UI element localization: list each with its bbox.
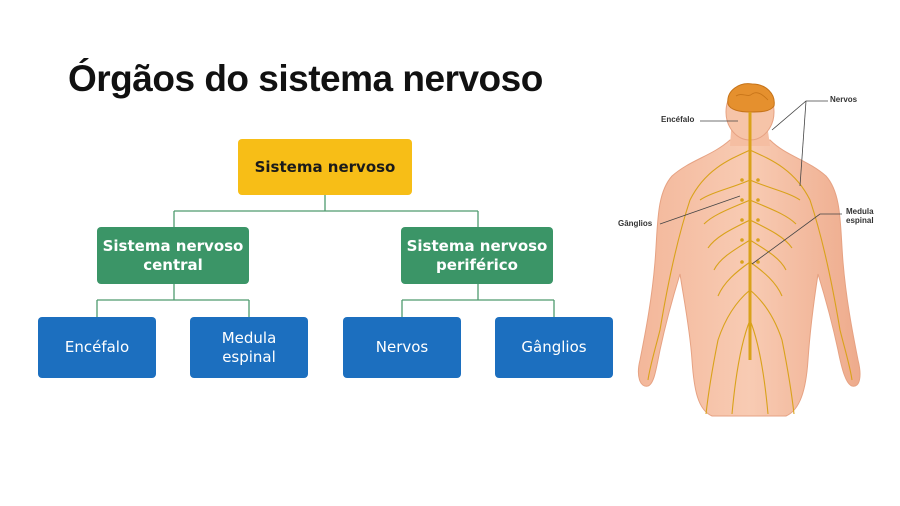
node-label: Nervos [375,338,429,357]
node-sistema-nervoso: Sistema nervoso [238,139,412,195]
node-label: Gânglios [521,338,587,357]
nervous-system-illustration [637,83,861,417]
node-medula-espinal: Medula espinal [190,317,308,378]
brain-icon [727,83,775,113]
node-label: Sistema nervoso central [102,236,244,274]
node-label: Medula espinal [221,328,277,366]
node-label: Sistema nervoso [254,157,396,176]
page-title: Órgãos do sistema nervoso [68,58,543,99]
label-encefalo: Encéfalo [661,115,695,124]
node-sistema-nervoso-central: Sistema nervoso central [97,227,249,284]
node-label: Sistema nervoso periférico [406,236,548,274]
node-sistema-nervoso-periferico: Sistema nervoso periférico [401,227,553,284]
node-ganglios: Gânglios [495,317,613,378]
node-nervos: Nervos [343,317,461,378]
label-nervos: Nervos [830,95,858,104]
label-medula-espinal: Medula espinal [846,207,874,225]
leader-lines [659,100,842,265]
nerve-branches [647,149,853,415]
tree-connectors [96,195,555,317]
node-encefalo: Encéfalo [38,317,156,378]
node-label: Encéfalo [64,338,130,357]
label-ganglios: Gânglios [618,219,653,228]
ganglia [740,178,760,264]
